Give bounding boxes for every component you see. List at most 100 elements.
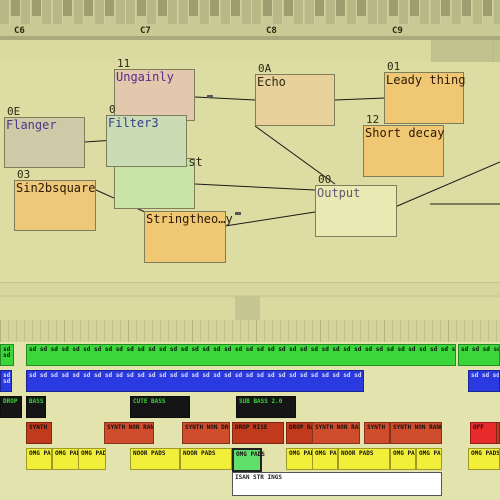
black-key[interactable] (409, 0, 420, 16)
white-key[interactable] (147, 0, 157, 24)
pattern-block[interactable]: SYNTH HIGH (26, 422, 52, 444)
pattern-block[interactable]: SYNTH NON DROP (364, 422, 390, 444)
white-key[interactable] (199, 0, 210, 24)
pattern-block[interactable]: ISAN STR INGS (232, 472, 442, 496)
white-key[interactable] (325, 0, 336, 24)
machine-filter3[interactable]: 0 Filter3 (106, 103, 187, 167)
white-key[interactable] (273, 0, 283, 24)
white-key[interactable] (52, 0, 63, 24)
pattern-block[interactable]: sd sd sd sd sd sd sd sd sd sd sd sd sd s… (26, 344, 456, 366)
black-key[interactable] (336, 0, 346, 16)
white-key[interactable] (294, 0, 304, 24)
machine-stringtheory[interactable]: Stringtheo…y (144, 211, 233, 263)
pattern-timeline-ruler[interactable] (0, 320, 500, 342)
keyboard-ruler[interactable]: C6 C7 C8 C9 (0, 0, 500, 40)
pattern-block[interactable]: DROP (0, 396, 22, 418)
white-key[interactable] (346, 0, 357, 24)
pattern-block[interactable]: sd sd (0, 370, 12, 392)
pattern-block[interactable]: CUTE BASS (130, 396, 190, 418)
pattern-block[interactable]: DROP RISE (232, 422, 284, 444)
black-key[interactable] (315, 0, 325, 16)
keyboard-keys[interactable] (0, 0, 500, 24)
white-key[interactable] (493, 0, 500, 24)
machine-leady-thing[interactable]: 01 Leady thing (384, 60, 465, 124)
pattern-block[interactable]: NOOR PADS (338, 448, 390, 470)
pattern-block[interactable]: OMG PADS (78, 448, 106, 470)
white-key[interactable] (430, 0, 441, 24)
machine-sin2bsquare[interactable]: 03 Sin2bsquare (14, 168, 96, 231)
pattern-block[interactable]: sd sd (0, 344, 14, 366)
white-key[interactable] (304, 0, 315, 24)
white-key[interactable] (378, 0, 388, 24)
black-key[interactable] (84, 0, 94, 16)
white-key[interactable] (178, 0, 189, 24)
pattern-block[interactable]: sd sd sd sd sd sd sd sd (458, 344, 500, 366)
white-key[interactable] (94, 0, 105, 24)
black-key[interactable] (10, 0, 21, 16)
pattern-block[interactable]: OMG PADS (312, 448, 338, 470)
black-key[interactable] (189, 0, 199, 16)
black-key[interactable] (63, 0, 73, 16)
black-key[interactable] (210, 0, 220, 16)
pattern-block[interactable]: SYNTH HIGH (496, 422, 500, 444)
pattern-block[interactable]: OMG PADS (390, 448, 416, 470)
keyboard-scroll-area[interactable] (431, 40, 500, 62)
pattern-block[interactable]: NOOR PADS (180, 448, 232, 470)
pattern-block[interactable]: OMG PADS (52, 448, 80, 470)
pattern-block[interactable]: SYNTH NON RANK (104, 422, 154, 444)
pattern-block[interactable]: SYNTH NON RANK (390, 422, 442, 444)
white-key[interactable] (42, 0, 52, 24)
pattern-block[interactable]: OMG PADS (416, 448, 442, 470)
white-key[interactable] (241, 0, 252, 24)
black-key[interactable] (483, 0, 493, 16)
white-key[interactable] (252, 0, 262, 24)
black-key[interactable] (441, 0, 451, 16)
black-key[interactable] (283, 0, 294, 16)
white-key[interactable] (472, 0, 483, 24)
machine-view[interactable]: 11 Ungainly 0A Echo 01 Leady thing 0E Fl… (0, 57, 500, 282)
green-track[interactable]: sd sd sd sd sd sd sd sd sd sd sd sd sd sd… (0, 344, 500, 366)
black-key[interactable] (357, 0, 367, 16)
machine-echo[interactable]: 0A Echo (255, 62, 335, 126)
white-key[interactable] (399, 0, 409, 24)
white-key[interactable] (220, 0, 231, 24)
pattern-block[interactable]: SYNTH NON DROP (182, 422, 230, 444)
pattern-block[interactable]: OMG PADS (286, 448, 314, 470)
white-key[interactable] (21, 0, 31, 24)
white-key[interactable] (168, 0, 178, 24)
white-key[interactable] (0, 0, 10, 24)
pattern-block[interactable]: OMG PADS (468, 448, 500, 470)
pattern-block[interactable]: NOOR PADS (130, 448, 180, 470)
white-key[interactable] (115, 0, 126, 24)
white-key[interactable] (451, 0, 462, 24)
pattern-block[interactable]: SYNTH NON RANK (312, 422, 360, 444)
black-key[interactable] (462, 0, 472, 16)
black-key[interactable] (105, 0, 115, 16)
machine-output[interactable]: 00 Output (315, 173, 397, 237)
white-key[interactable] (367, 0, 378, 24)
machine-ungainly[interactable]: 11 Ungainly (114, 57, 195, 121)
blue-track[interactable]: sd sd sd sd sd sd sd sd sd sd sd sd sd sd… (0, 370, 500, 392)
black-key[interactable] (157, 0, 168, 16)
pattern-block[interactable]: DROP RAISE (286, 422, 314, 444)
white-key[interactable] (73, 0, 84, 24)
black-key[interactable] (388, 0, 399, 16)
machine-short-decay[interactable]: 12 Short decay (363, 113, 444, 177)
machine-flanger[interactable]: 0E Flanger (4, 105, 85, 168)
black-key[interactable] (136, 0, 147, 16)
black-key[interactable] (262, 0, 273, 16)
pattern-block[interactable]: sd sd sd sd sd sd sd sd sd sd sd sd sd s… (26, 370, 364, 392)
black-key[interactable] (231, 0, 241, 16)
white-key[interactable] (420, 0, 430, 24)
pattern-block[interactable]: OMG PADS (26, 448, 52, 470)
selected-pattern[interactable]: OMG PADS (232, 448, 265, 472)
white-key[interactable] (126, 0, 136, 24)
pattern-block[interactable]: sd sd sd sd sd (468, 370, 500, 392)
splitter-handle[interactable] (235, 296, 260, 320)
pattern-block[interactable]: SUB BASS 2.0 (236, 396, 296, 418)
pattern-block[interactable]: BASS 2.0 (26, 396, 46, 418)
black-key[interactable] (31, 0, 42, 16)
